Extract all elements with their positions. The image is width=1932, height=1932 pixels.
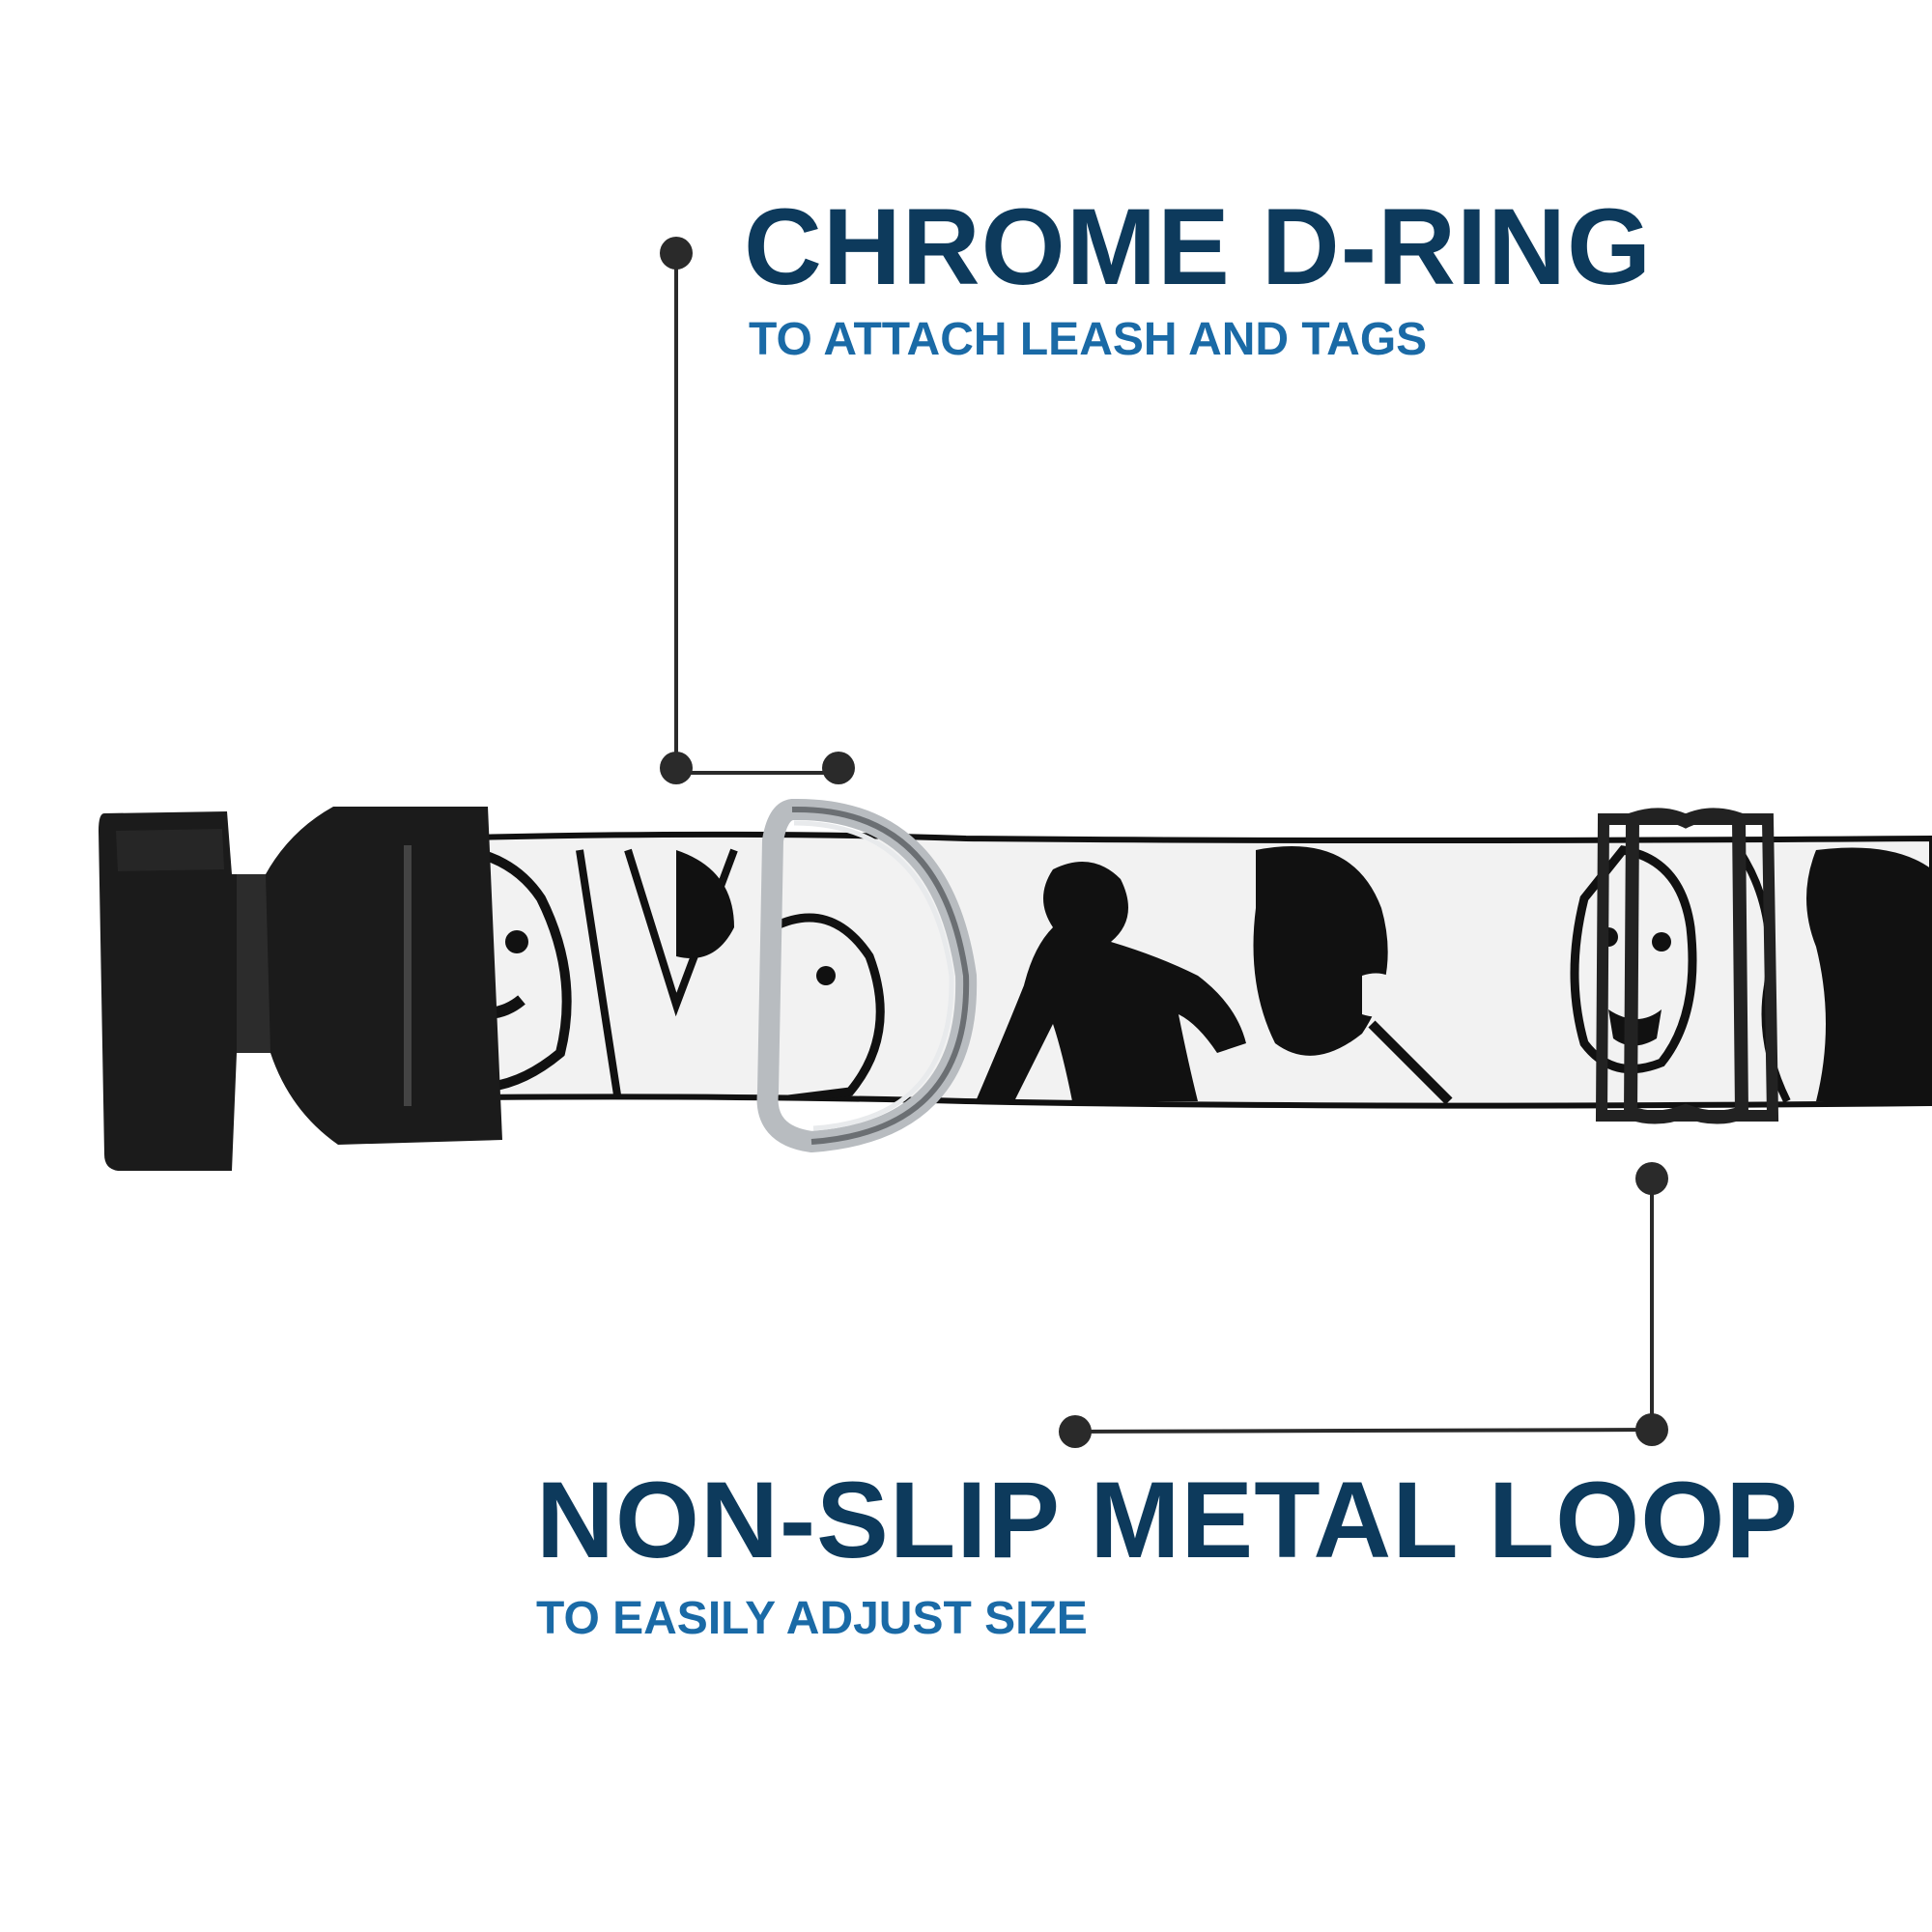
leader-dot [660,237,693,270]
collar-strap [316,831,1932,1109]
metal-loop-title: NON-SLIP METAL LOOP [536,1460,1800,1580]
metal-loop-subtitle: TO EASILY ADJUST SIZE [536,1593,1088,1644]
chrome-d-ring [756,798,978,1153]
metal-loop-leader-line [1059,1162,1668,1448]
leader-dot [660,752,693,784]
leader-dot [1635,1413,1668,1446]
d-ring-leader-line [660,237,855,784]
leader-dot [1635,1162,1668,1195]
side-release-buckle [99,807,502,1171]
non-slip-metal-loop [1595,808,1779,1124]
leader-dot [1059,1415,1092,1448]
d-ring-title: CHROME D-RING [744,186,1653,307]
leader-dot [822,752,855,784]
d-ring-subtitle: TO ATTACH LEASH AND TAGS [749,314,1428,365]
